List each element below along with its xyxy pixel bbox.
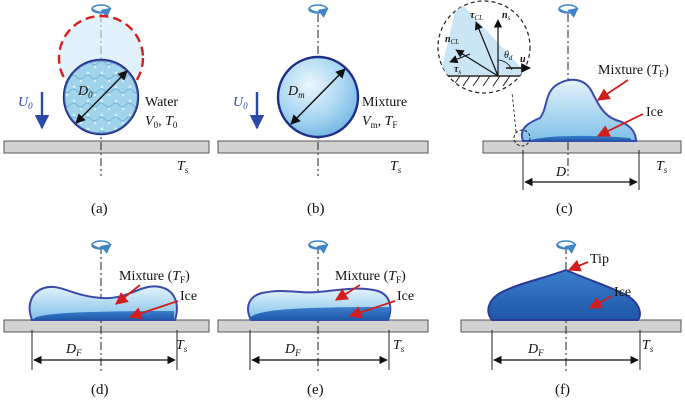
ice-label: Ice bbox=[646, 105, 663, 120]
surface-temperature: Ts bbox=[656, 159, 668, 175]
surface-temperature: Ts bbox=[176, 338, 188, 354]
annotation-arrow-icon bbox=[334, 284, 361, 301]
fluid-name: Mixture bbox=[362, 95, 407, 110]
mixture-label: Mixture (TF) bbox=[119, 269, 190, 285]
rotation-arrow-icon bbox=[91, 4, 112, 18]
substrate bbox=[217, 140, 429, 154]
tau-s-label: τs bbox=[454, 64, 461, 76]
surface-temperature: Ts bbox=[177, 159, 189, 175]
diameter-label: DF bbox=[527, 342, 544, 358]
substrate bbox=[460, 319, 682, 333]
caption-d: (d) bbox=[91, 382, 109, 398]
n-cl-label: nCL bbox=[445, 34, 459, 46]
panel-e: Mixture (TF) Ice DF Ts (e) bbox=[217, 240, 429, 398]
rotation-arrow-icon bbox=[558, 4, 579, 18]
panel-d: Mixture (TF) Ice DF Ts (d) bbox=[3, 240, 210, 398]
caption-e: (e) bbox=[307, 382, 324, 398]
mixture-label: Mixture (TF) bbox=[335, 269, 406, 285]
caption-b: (b) bbox=[307, 201, 325, 217]
caption-a: (a) bbox=[91, 201, 108, 217]
ice-label: Ice bbox=[397, 289, 414, 304]
contact-line-inset: τCL ns nCL τs θd u bbox=[437, 0, 531, 94]
mixture-label: Mixture (TF) bbox=[598, 63, 669, 79]
diameter-label: DF bbox=[65, 342, 82, 358]
substrate bbox=[482, 140, 682, 154]
caption-c: (c) bbox=[556, 201, 573, 217]
rotation-arrow-icon bbox=[308, 4, 329, 18]
fluid-name: Water bbox=[145, 95, 178, 110]
substrate bbox=[3, 319, 210, 333]
surface-temperature: Ts bbox=[390, 159, 402, 175]
ice-layer bbox=[528, 135, 632, 141]
diameter-label: D0 bbox=[77, 84, 93, 100]
spreading-droplet bbox=[520, 78, 638, 142]
rotation-arrow-icon bbox=[308, 240, 329, 254]
surface-temperature: Ts bbox=[642, 338, 654, 354]
annotation-arrow-icon bbox=[115, 284, 141, 305]
velocity-label: U0 bbox=[18, 95, 33, 111]
diameter-label: Dm bbox=[287, 84, 305, 100]
velocity-label: U0 bbox=[233, 95, 248, 111]
ice-label: Ice bbox=[180, 289, 197, 304]
fluid-params: V0, T0 bbox=[145, 114, 178, 130]
rotation-arrow-icon bbox=[91, 240, 112, 254]
diameter-arrow bbox=[75, 70, 128, 124]
annotation-arrow-icon bbox=[348, 300, 396, 319]
diameter-label: DF bbox=[284, 342, 301, 358]
caption-f: (f) bbox=[555, 382, 570, 398]
surface-temperature: Ts bbox=[393, 338, 405, 354]
diameter-arrow bbox=[290, 68, 346, 125]
rotation-arrow-icon bbox=[556, 240, 577, 254]
n-s-label: ns bbox=[502, 10, 511, 22]
panel-a: D0 U0 Water V0, T0 Ts (a) bbox=[3, 4, 210, 217]
annotation-arrow-icon bbox=[596, 79, 629, 101]
theta-d-label: θd bbox=[504, 50, 513, 62]
panel-c: τCL ns nCL τs θd u Mixture (TF) Ice D Ts… bbox=[437, 0, 682, 217]
fluid-params: Vm, TF bbox=[362, 114, 397, 130]
panel-f: Tip Ice DF Ts (f) bbox=[460, 240, 682, 398]
tip-label: Tip bbox=[590, 252, 609, 267]
ice-label: Ice bbox=[614, 285, 631, 300]
annotation-arrow-icon bbox=[128, 300, 179, 320]
tau-cl-label: τCL bbox=[470, 10, 483, 22]
annotation-arrow-icon bbox=[588, 295, 613, 309]
diameter-label: D bbox=[555, 165, 566, 180]
annotation-arrow-icon bbox=[596, 113, 644, 137]
contact-line-circle bbox=[511, 91, 531, 147]
substrate bbox=[3, 140, 210, 154]
panel-b: Dm U0 Mixture Vm, TF Ts (b) bbox=[217, 4, 429, 217]
annotation-arrow-icon bbox=[567, 259, 589, 272]
u-label: u bbox=[520, 54, 526, 65]
